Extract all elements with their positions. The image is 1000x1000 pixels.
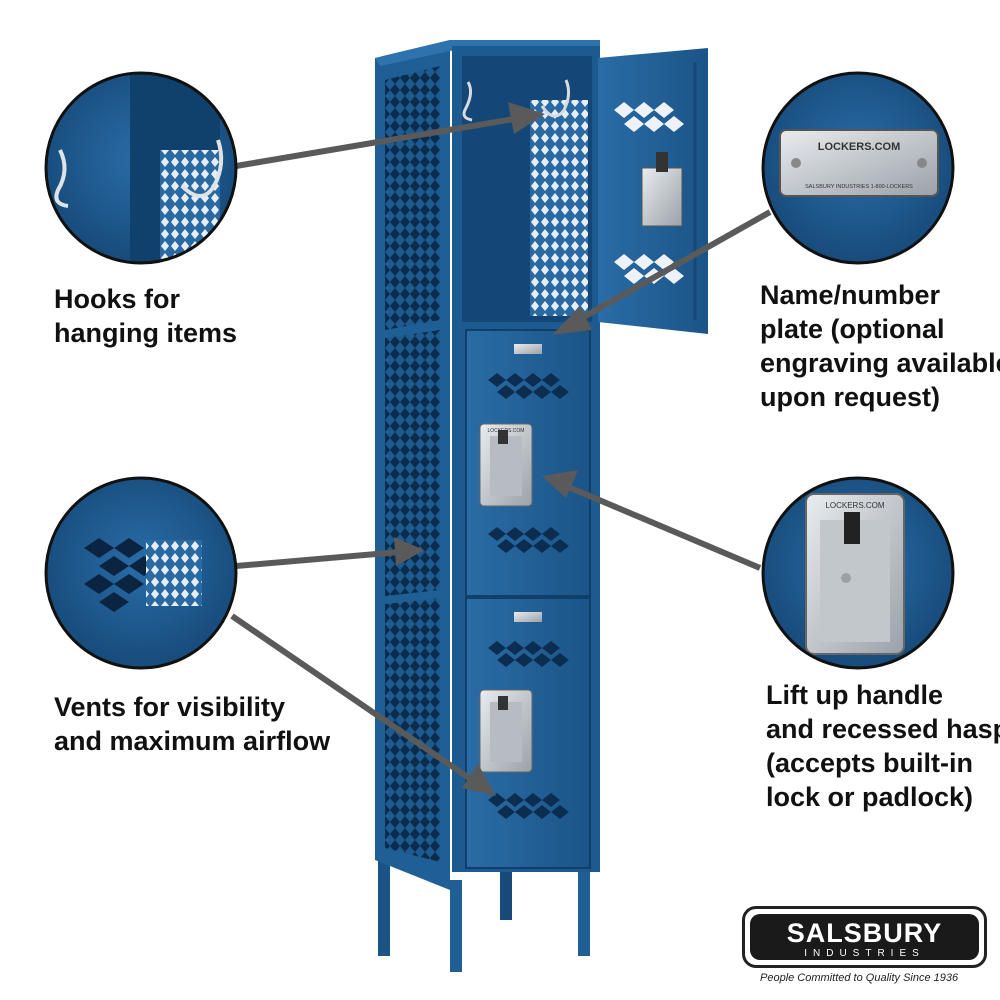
upper-door-latch (641, 167, 683, 227)
hooks-detail-circle (44, 71, 238, 265)
interior-hook (462, 81, 473, 122)
door-plate-text: LOCKERS.COM (488, 428, 525, 434)
locker-leg (500, 868, 512, 920)
caption-line: plate (optional (760, 314, 945, 344)
caption-line: Name/number (760, 280, 941, 310)
caption-line: Hooks for (54, 284, 181, 314)
interior-hook (540, 79, 571, 118)
handle-detail-circle (761, 476, 955, 670)
callout-arrows (230, 102, 772, 796)
caption-line: lock or padlock) (766, 782, 974, 812)
brand-logo-subtitle: INDUSTRIES (804, 948, 925, 959)
caption-line: Lift up handle (766, 680, 943, 710)
caption-hooks: Hooks for hanging items (54, 282, 237, 350)
caption-handle: Lift up handle and recessed hasp (accept… (766, 678, 1000, 814)
locker-leg (578, 868, 590, 956)
caption-nameplate: Name/number plate (optional engraving av… (760, 278, 1000, 414)
nameplate-detail-circle (761, 71, 955, 265)
brand-logo-plate: SALSBURY INDUSTRIES (750, 914, 979, 960)
caption-line: (accepts built-in (766, 748, 974, 778)
nameplate-brand-text: LOCKERS.COM (818, 141, 901, 153)
brand-logo-name: SALSBURY (786, 918, 943, 948)
caption-line: and maximum airflow (54, 726, 331, 756)
caption-vents: Vents for visibility and maximum airflow (54, 690, 330, 758)
vents-detail-circle (44, 476, 238, 670)
handle-plate-text: LOCKERS.COM (825, 501, 884, 510)
caption-line: Vents for visibility (54, 692, 286, 722)
brand-logo: SALSBURY INDUSTRIES (742, 906, 987, 968)
brand-tagline: People Committed to Quality Since 1936 (760, 972, 959, 984)
nameplate-company-text: SALSBURY INDUSTRIES 1-800-LOCKERS (805, 184, 913, 190)
middle-door-number-plate (514, 344, 542, 354)
locker-leg (378, 848, 390, 956)
caption-line: engraving available (760, 348, 1000, 378)
lower-door-number-plate (514, 612, 542, 622)
caption-line: and recessed hasp (766, 714, 1000, 744)
caption-line: upon request) (760, 382, 940, 412)
caption-line: hanging items (54, 318, 238, 348)
locker (375, 40, 708, 972)
locker-leg (450, 880, 462, 972)
